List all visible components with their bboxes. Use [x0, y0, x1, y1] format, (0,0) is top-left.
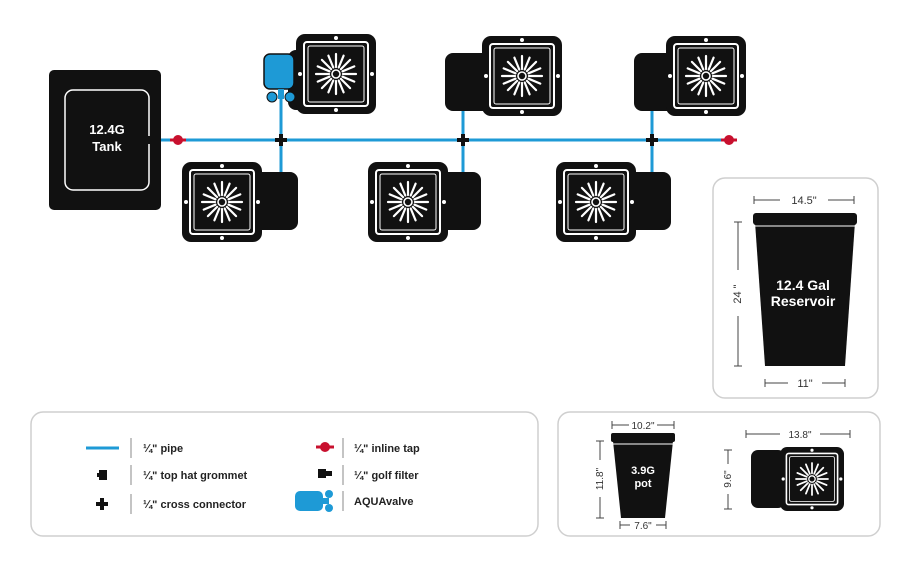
pot-dimension-lines: [596, 421, 675, 529]
reservoir-dimension-lines: [734, 196, 855, 387]
legend-golf-filter-icon: [318, 469, 332, 478]
pod-width: 13.8": [788, 430, 811, 441]
pot-top-width: 10.2": [631, 421, 654, 432]
reservoir-label-line2: Reservoir: [771, 293, 836, 309]
pod-bottom-3: [556, 162, 671, 242]
pod-top-3: [634, 36, 746, 116]
pod-bottom-2: [368, 162, 481, 242]
tank-label-line2: Tank: [92, 139, 122, 154]
legend-label-grommet: ¼" top hat grommet: [143, 470, 248, 482]
pod-drawing: [751, 447, 844, 511]
pod-top-1: [288, 34, 376, 114]
inline-tap-end-icon: [721, 135, 737, 145]
legend-separators: [130, 438, 344, 514]
reservoir-bottom-width: 11": [797, 378, 812, 390]
legend-panel: [30, 411, 539, 537]
reservoir-drawing: 12.4 Gal Reservoir: [753, 213, 857, 366]
legend-label-cross: ¼" cross connector: [143, 499, 247, 511]
pod-top-2: [445, 36, 562, 116]
pod-bottom-1: [182, 162, 298, 242]
legend-label-inline-tap: ¼" inline tap: [354, 443, 420, 455]
tank-label-line1: 12.4G: [89, 122, 124, 137]
pod-height: 9.6": [723, 470, 734, 488]
legend-label-pipe: ¼" pipe: [143, 443, 183, 455]
reservoir-height: 24 ": [732, 284, 744, 303]
legend-aquavalve-icon: [295, 490, 333, 512]
pot-drawing: 3.9G pot: [611, 433, 675, 518]
golf-filter-icon: [147, 136, 160, 144]
tank-12-4g: 12.4G Tank: [49, 70, 161, 210]
legend-label-aquavalve: AQUAvalve: [354, 496, 414, 508]
pot-label-line1: 3.9G: [631, 465, 655, 477]
legend-grommet-icon: [97, 470, 107, 480]
pot-bottom-width: 7.6": [634, 521, 652, 532]
reservoir-top-width: 14.5": [791, 195, 816, 207]
pot-height: 11.8": [595, 467, 606, 490]
legend-label-golf-filter: ¼" golf filter: [354, 470, 419, 482]
pot-label-line2: pot: [634, 478, 651, 490]
pod-dimension-lines: [724, 430, 851, 510]
cross-connectors: [275, 134, 658, 146]
reservoir-label-line1: 12.4 Gal: [776, 277, 830, 293]
legend-inline-tap-icon: [316, 442, 334, 452]
inline-tap-icon: [170, 135, 186, 145]
legend-cross-icon: [96, 498, 108, 510]
aquavalve-icon: [263, 53, 296, 103]
